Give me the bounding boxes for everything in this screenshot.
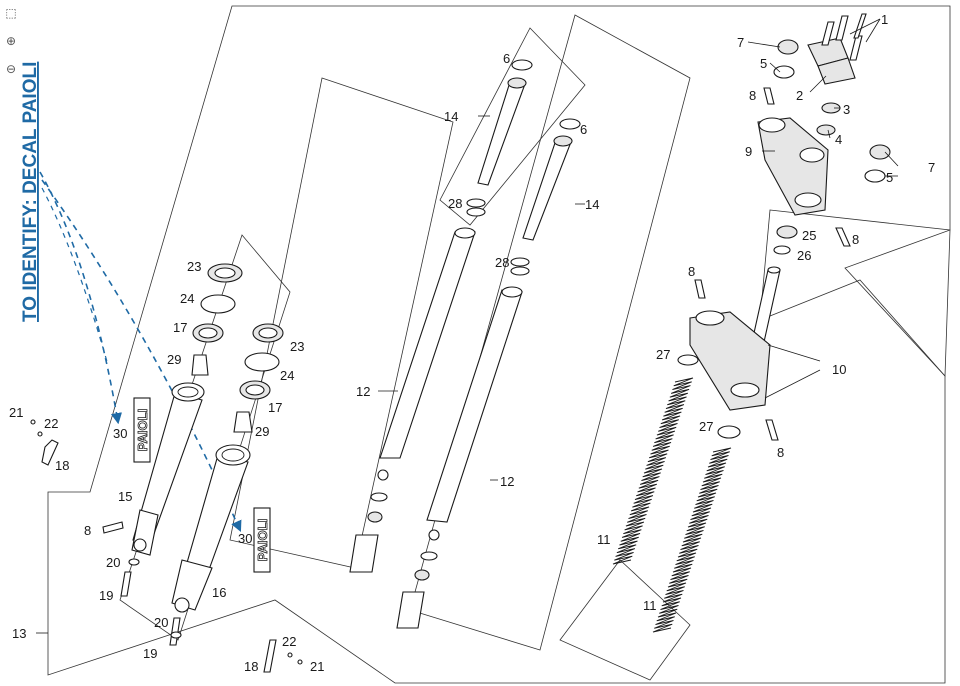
note-to-identify-decal: TO IDENTIFY: DECAL PAIOLI <box>20 62 41 322</box>
label-14a: 14 <box>444 109 458 124</box>
label-8c: 8 <box>688 264 695 279</box>
label-19b: 19 <box>143 646 157 661</box>
note-arrow-1 <box>39 171 122 425</box>
label-18b: 18 <box>244 659 258 674</box>
note-arrow-2 <box>41 179 242 533</box>
label-12b: 12 <box>500 474 514 489</box>
seal-kit-frame-left <box>229 77 454 569</box>
zoom-in-icon[interactable]: ⊕ <box>5 34 17 48</box>
fit-screen-icon[interactable]: ⬚ <box>5 6 17 20</box>
spring-lower-frame <box>559 559 691 681</box>
label-27b: 27 <box>699 419 713 434</box>
label-8b: 8 <box>852 232 859 247</box>
label-2: 2 <box>796 88 803 103</box>
label-15: 15 <box>118 489 132 504</box>
label-21b: 21 <box>310 659 324 674</box>
label-23a: 23 <box>187 259 201 274</box>
label-5b: 5 <box>886 170 893 185</box>
right-slider <box>171 444 251 613</box>
label-18a: 18 <box>55 458 69 473</box>
label-9: 9 <box>745 144 752 159</box>
label-12a: 12 <box>356 384 370 399</box>
label-6a: 6 <box>503 51 510 66</box>
label-22b: 22 <box>282 634 296 649</box>
leader-lines <box>36 18 899 634</box>
label-17a: 17 <box>173 320 187 335</box>
label-20a: 20 <box>106 555 120 570</box>
viewer-toolbar: ⬚ ⊕ ⊖ <box>2 4 22 88</box>
label-23b: 23 <box>290 339 304 354</box>
label-24b: 24 <box>280 368 294 383</box>
label-28a: 28 <box>448 196 462 211</box>
upper-triple-clamp <box>757 37 891 255</box>
label-27a: 27 <box>656 347 670 362</box>
label-19a: 19 <box>99 588 113 603</box>
damper-frame-right <box>439 27 586 226</box>
label-29b: 29 <box>255 424 269 439</box>
label-20b: 20 <box>154 615 168 630</box>
label-6b: 6 <box>580 122 587 137</box>
bolts <box>30 13 867 673</box>
label-1: 1 <box>881 12 888 27</box>
label-7a: 7 <box>737 35 744 50</box>
part-number-labels: 1 2 3 4 5 5 6 6 7 7 8 8 8 8 8 9 10 11 11… <box>9 12 935 674</box>
label-8a: 8 <box>749 88 756 103</box>
label-7b: 7 <box>928 160 935 175</box>
label-8d: 8 <box>777 445 784 460</box>
seal-kit-left <box>191 263 284 433</box>
label-30b: 30 <box>238 531 252 546</box>
label-21a: 21 <box>9 405 23 420</box>
damper-rods <box>466 59 581 276</box>
zoom-out-icon[interactable]: ⊖ <box>5 62 17 76</box>
label-4: 4 <box>835 132 842 147</box>
label-3: 3 <box>843 102 850 117</box>
label-14b: 14 <box>585 197 599 212</box>
label-16: 16 <box>212 585 226 600</box>
label-10: 10 <box>832 362 846 377</box>
stanchion-tubes <box>349 227 523 629</box>
label-25: 25 <box>802 228 816 243</box>
decal-paioli-left: PAIOLI <box>133 397 151 463</box>
decal-paioli-right: PAIOLI <box>253 507 271 573</box>
lower-triple-clamp <box>677 266 781 439</box>
label-28b: 28 <box>495 255 509 270</box>
svg-text:PAIOLI: PAIOLI <box>135 409 150 451</box>
label-8e: 8 <box>84 523 91 538</box>
svg-text:PAIOLI: PAIOLI <box>255 519 270 561</box>
label-24a: 24 <box>180 291 194 306</box>
label-11b: 11 <box>643 598 657 613</box>
left-slider <box>131 382 205 556</box>
label-13: 13 <box>12 626 26 641</box>
fork-assembly-frame <box>47 5 951 684</box>
label-5a: 5 <box>760 56 767 71</box>
label-22a: 22 <box>44 416 58 431</box>
springs <box>612 377 732 633</box>
label-30a: 30 <box>113 426 127 441</box>
label-26: 26 <box>797 248 811 263</box>
label-17b: 17 <box>268 400 282 415</box>
note-arrow-3 <box>41 187 109 366</box>
label-11a: 11 <box>597 532 611 547</box>
label-29a: 29 <box>167 352 181 367</box>
